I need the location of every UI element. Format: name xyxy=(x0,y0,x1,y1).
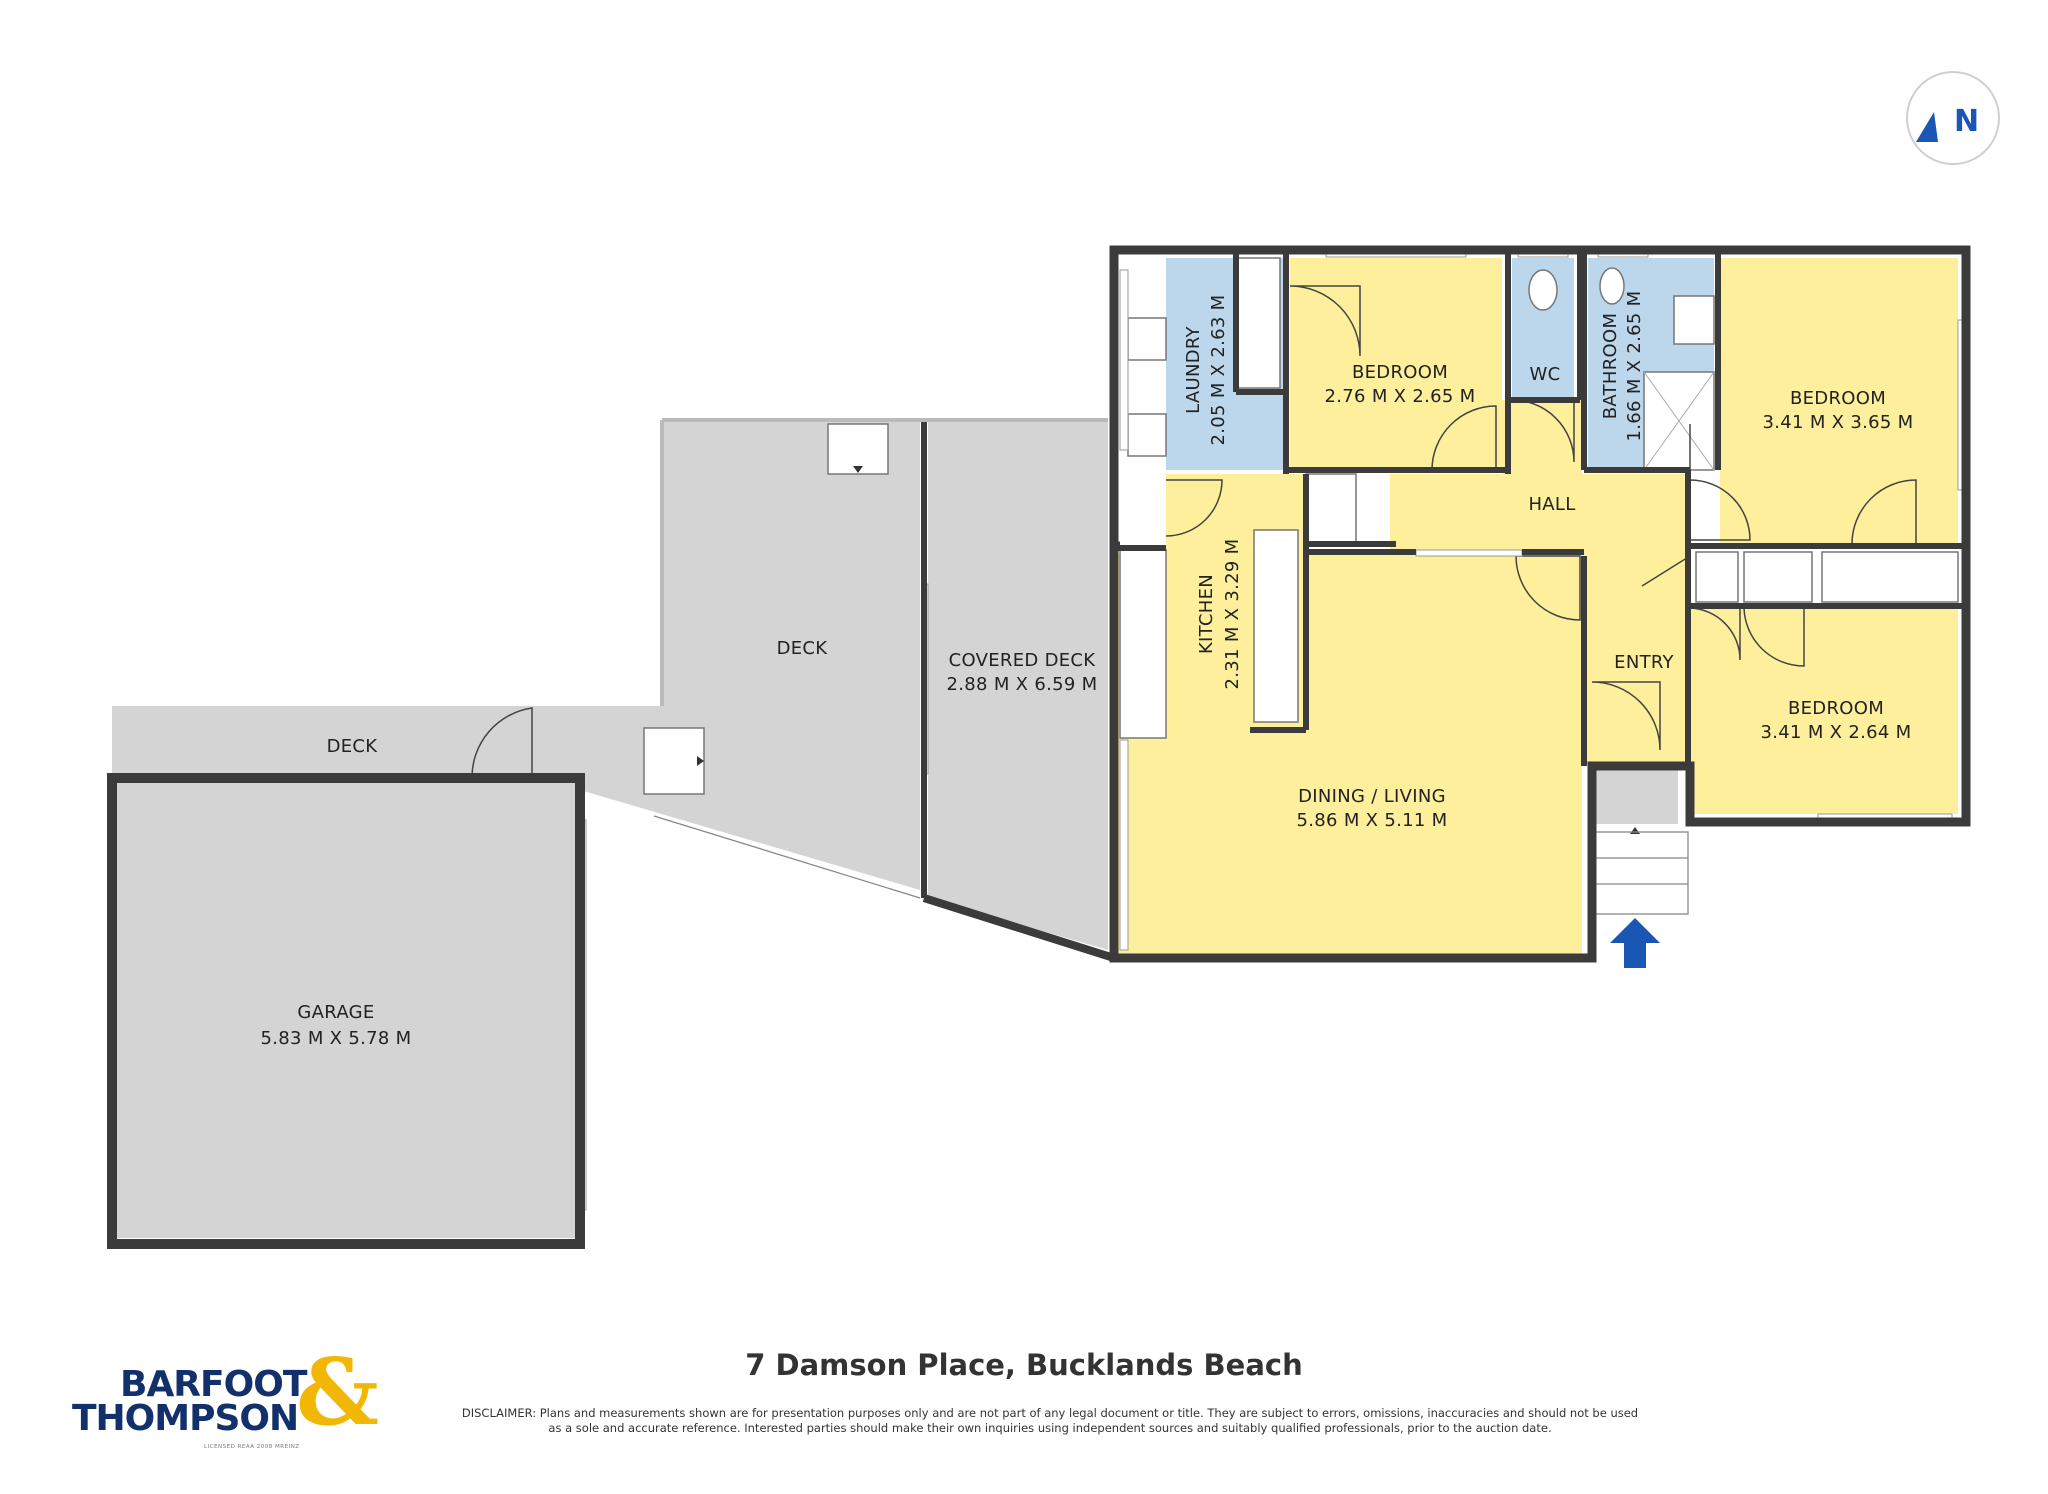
door-kitchen xyxy=(1165,479,1223,537)
deck-lower-name: DECK xyxy=(327,736,379,757)
door-bedroom-2 xyxy=(1689,479,1751,541)
hall-area-upper xyxy=(1502,400,1582,480)
door-bedroom-3 xyxy=(1689,607,1741,661)
entry-porch-area xyxy=(1592,766,1678,824)
bedroom-1-name: BEDROOM xyxy=(1352,362,1448,383)
entry-name: ENTRY xyxy=(1614,652,1674,673)
disclaimer-line-2: as a sole and accurate reference. Intere… xyxy=(548,1421,1552,1435)
hall-cupboard-2 xyxy=(1695,551,1739,603)
hall-cupboard xyxy=(1305,473,1357,543)
wc-name: WC xyxy=(1530,364,1561,385)
door-entry-2 xyxy=(1591,681,1661,751)
entry-area xyxy=(1580,550,1690,766)
deck-step-upper xyxy=(827,423,889,475)
shower-diag-2 xyxy=(1643,371,1715,471)
toilet-bath xyxy=(1599,267,1625,305)
entry-steps xyxy=(1591,831,1689,915)
window-6 xyxy=(1119,269,1129,451)
bath-vanity xyxy=(1673,295,1715,345)
logo-line-1: BARFOOT xyxy=(120,1364,307,1405)
logo-ampersand: & xyxy=(296,1338,380,1446)
linen-cupboard xyxy=(1821,551,1959,603)
door-bedroom-3b xyxy=(1743,607,1805,667)
bedroom-1-dims: 2.76 M X 2.65 M xyxy=(1325,386,1476,407)
deck-lower-area xyxy=(112,706,580,774)
deck-edge-wall xyxy=(922,894,1116,962)
garage-wall xyxy=(107,773,585,1249)
kitchen-island xyxy=(1253,529,1299,723)
entry-arrow-icon xyxy=(1610,918,1660,968)
bathroom-name: BATHROOM xyxy=(1600,313,1621,420)
hall-name: HALL xyxy=(1528,494,1575,515)
hall-cupboard-3 xyxy=(1743,551,1813,603)
entry-step-marker xyxy=(1630,827,1640,834)
covered-deck-area xyxy=(928,420,1108,950)
door-entry-1 xyxy=(1515,555,1581,621)
dining-dims: 5.86 M X 5.11 M xyxy=(1297,810,1448,831)
bedroom-2-dims: 3.41 M X 3.65 M xyxy=(1763,412,1914,433)
garage-dims: 5.83 M X 5.78 M xyxy=(261,1028,412,1049)
bedroom-2-name: BEDROOM xyxy=(1790,388,1886,409)
door-bedroom-1 xyxy=(1289,285,1361,357)
logo-line-2: THOMPSON xyxy=(72,1398,299,1439)
door-bedroom-1b xyxy=(1431,405,1497,471)
logo-licence: LICENSED REAA 2008 MREINZ xyxy=(204,1444,300,1450)
door-hall-3 xyxy=(1641,555,1691,587)
laundry-dims: 2.05 M X 2.63 M xyxy=(1208,295,1229,446)
laundry-name: LAUNDRY xyxy=(1183,325,1204,413)
bathroom-dims: 1.66 M X 2.65 M xyxy=(1624,291,1645,442)
kitchen-bench xyxy=(1119,549,1167,739)
hall-area xyxy=(1390,474,1690,550)
agency-logo: BARFOOT THOMPSON & LICENSED REAA 2008 MR… xyxy=(68,1346,379,1456)
laundry-machine xyxy=(1127,413,1167,457)
property-address: 7 Damson Place, Bucklands Beach xyxy=(745,1348,1303,1382)
deck-upper-area xyxy=(580,420,920,890)
bedroom-2-area xyxy=(1720,258,1958,544)
laundry-tub xyxy=(1127,317,1167,361)
window-14 xyxy=(1415,549,1523,557)
bedroom-1-area xyxy=(1290,258,1502,470)
bedroom-3-dims: 3.41 M X 2.64 M xyxy=(1761,722,1912,743)
dining-area xyxy=(1118,554,1582,954)
kitchen-name: KITCHEN xyxy=(1196,574,1217,654)
deck-lower-edge xyxy=(653,815,921,899)
step-marker-side xyxy=(697,756,704,766)
bedroom-3-area xyxy=(1690,606,1958,814)
step-marker-upper xyxy=(853,466,863,473)
dining-name: DINING / LIVING xyxy=(1298,786,1446,807)
door-bedroom-2b xyxy=(1851,479,1917,545)
door-garage xyxy=(471,707,533,779)
deck-upper-name: DECK xyxy=(777,638,829,659)
compass-label: N xyxy=(1954,104,1979,139)
garage-area xyxy=(112,780,577,1238)
disclaimer: DISCLAIMER: Plans and measurements shown… xyxy=(420,1406,1680,1436)
disclaimer-line-1: DISCLAIMER: Plans and measurements shown… xyxy=(461,1406,1639,1420)
laundry-cupboard xyxy=(1235,257,1281,389)
covered-deck-name: COVERED DECK xyxy=(949,650,1097,671)
window-7 xyxy=(1119,739,1129,951)
garage-name: GARAGE xyxy=(297,1002,374,1023)
deck-step-side xyxy=(643,727,705,795)
bedroom-3-name: BEDROOM xyxy=(1788,698,1884,719)
compass-icon: N xyxy=(1906,71,2000,165)
toilet-wc xyxy=(1528,269,1558,311)
kitchen-dims: 2.31 M X 3.29 M xyxy=(1222,539,1243,690)
covered-deck-dims: 2.88 M X 6.59 M xyxy=(947,674,1098,695)
